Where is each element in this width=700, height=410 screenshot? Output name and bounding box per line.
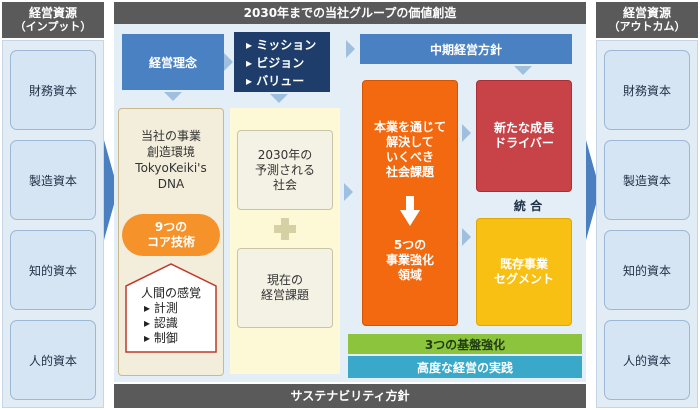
mission-vision-value-box: ▸ ミッション ▸ ビジョン ▸ バリュー (234, 32, 330, 92)
right-header-title: 経営資源 (622, 6, 671, 20)
right-header-subtitle: （アウトカム） (608, 20, 686, 33)
right-resource-manufacturing: 製造資本 (604, 140, 690, 220)
mvv-vision: ▸ ビジョン (246, 56, 305, 70)
left-resource-human: 人的資本 (10, 320, 96, 400)
left-column-header: 経営資源 （インプット） (2, 2, 104, 38)
input-arrow-icon (104, 140, 118, 240)
right-resource-human: 人的資本 (604, 320, 690, 400)
arrow-down-icon (164, 92, 182, 101)
sense-control: ▸ 制御 (144, 331, 178, 345)
foundation-strengthening-bar: 3つの基盤強化 (348, 334, 582, 354)
arrow-right-icon (462, 124, 471, 142)
left-resource-manufacturing: 製造資本 (10, 140, 96, 220)
midterm-policy-bar: 中期経営方針 (360, 34, 572, 64)
advanced-management-bar: 高度な経営の実践 (348, 356, 582, 378)
arrow-down-icon (270, 94, 288, 103)
right-resource-financial: 財務資本 (604, 50, 690, 130)
core-technology-badge: 9つの コア技術 (122, 214, 220, 256)
human-senses-list: 人間の感覚 ▸ 計測 ▸ 認識 ▸ 制御 (126, 286, 216, 346)
mvv-value: ▸ バリュー (246, 74, 305, 88)
left-resource-intellectual: 知的資本 (10, 230, 96, 310)
philosophy-box: 経営理念 (122, 34, 224, 90)
business-fields-text: 5つの 事業強化 領域 (385, 238, 434, 282)
existing-segment-box: 既存事業 セグメント (476, 218, 572, 326)
house-shape-icon (125, 263, 217, 353)
mvv-mission: ▸ ミッション (246, 38, 317, 52)
arrow-right-icon (462, 228, 471, 246)
arrow-right-icon (224, 53, 233, 71)
sustainability-policy-footer: サステナビリティ方針 (114, 384, 586, 408)
arrow-down-icon (400, 196, 420, 226)
center-title-bar: 2030年までの当社グループの価値創造 (114, 2, 586, 24)
right-column-header: 経営資源 （アウトカム） (596, 2, 698, 38)
arrow-right-icon (344, 183, 353, 201)
left-header-subtitle: （インプット） (14, 20, 92, 33)
senses-title: 人間の感覚 (140, 286, 201, 300)
social-issues-text: 本業を通じて 解決して いくべき 社会課題 (373, 120, 446, 179)
sense-measure: ▸ 計測 (144, 301, 178, 315)
sense-recognize: ▸ 認識 (144, 316, 178, 330)
environment-text: 当社の事業 創造環境 TokyoKeiki's DNA (135, 129, 207, 191)
growth-driver-box: 新たな成長 ドライバー (476, 80, 572, 192)
left-resource-financial: 財務資本 (10, 50, 96, 130)
arrow-right-icon (346, 40, 355, 58)
right-resource-intellectual: 知的資本 (604, 230, 690, 310)
left-header-title: 経営資源 (28, 6, 77, 20)
future-society-box: 2030年の 予測される 社会 (237, 130, 333, 210)
arrow-down-icon (514, 66, 532, 75)
output-arrow-icon (586, 140, 600, 240)
integration-label: 統 合 (513, 199, 543, 213)
current-issues-box: 現在の 経営課題 (237, 248, 333, 328)
plus-icon (274, 218, 296, 240)
